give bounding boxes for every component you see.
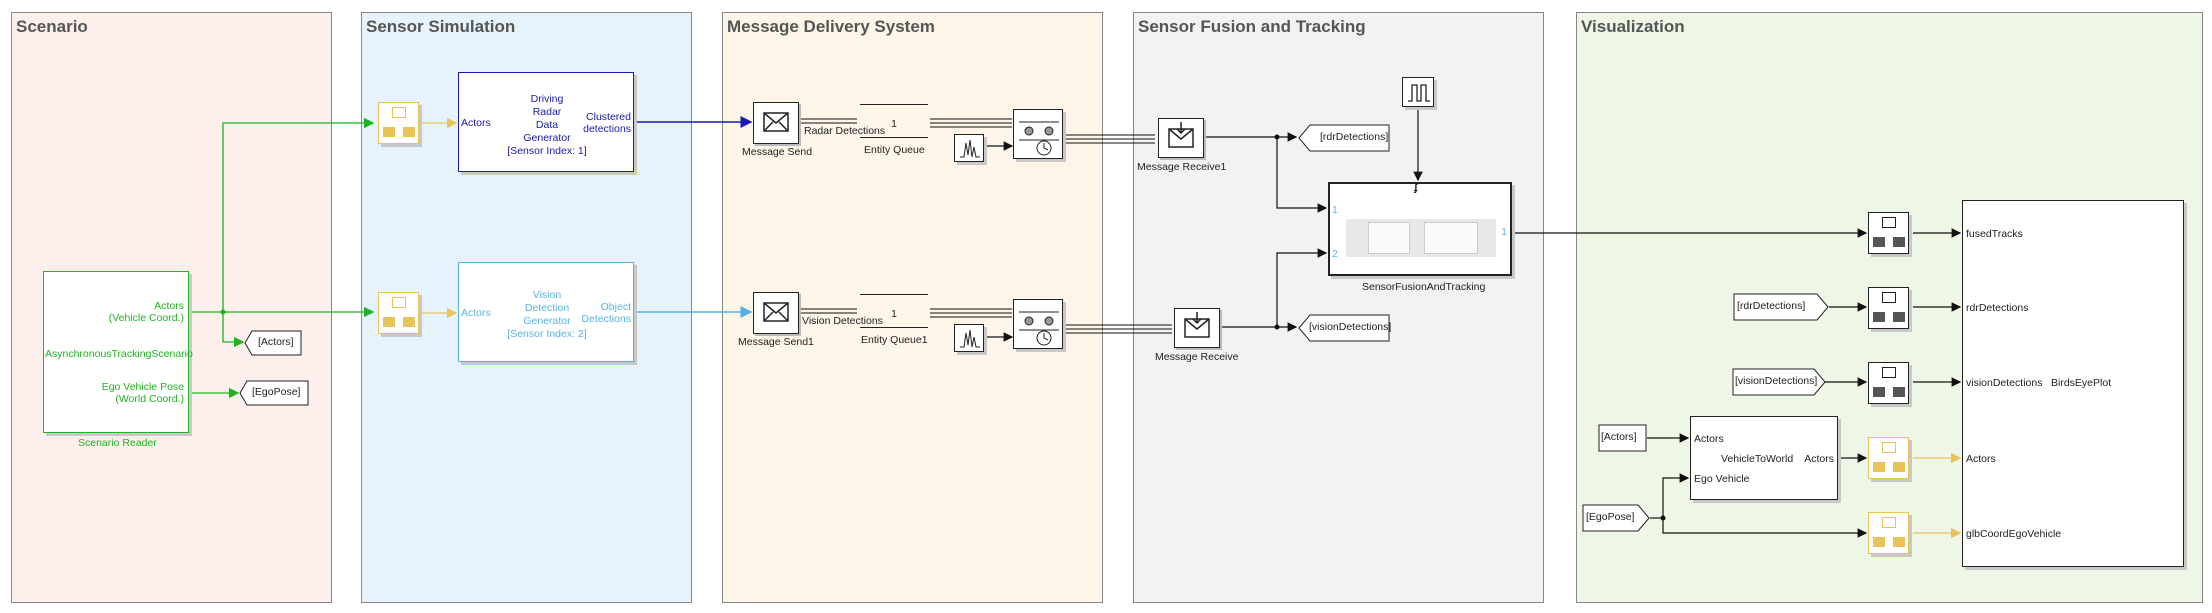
random-delay-block[interactable] [954, 324, 984, 352]
entity-queue1-label: Entity Queue1 [861, 334, 928, 346]
area-sensor-fusion: Sensor Fusion and Tracking [1133, 12, 1544, 603]
rate-transition-block[interactable] [378, 102, 419, 144]
goto-vision-detections-tag[interactable] [1298, 314, 1390, 342]
rate-transition-block[interactable] [1868, 437, 1909, 479]
radar-title: Driving Radar Data Generator [Sensor Ind… [507, 93, 587, 157]
queue-count: 1 [891, 308, 897, 320]
message-send-block[interactable] [753, 102, 799, 144]
from-egopose-tag[interactable] [1582, 504, 1650, 532]
output-port-1: 1 [1501, 226, 1507, 238]
sensor-fusion-subsystem-block[interactable]: ʄ 1 2 1 [1328, 182, 1512, 276]
vision-out-port: Object Detections [581, 301, 631, 325]
pulse-generator-block[interactable] [1402, 77, 1434, 107]
queue-count: 1 [891, 118, 897, 130]
input-port-2: 2 [1332, 248, 1338, 260]
port-actors: Actors (Vehicle Coord.) [108, 300, 184, 324]
rate-transition-block[interactable] [1868, 362, 1909, 404]
server-icon [1019, 311, 1059, 346]
from-egopose-label: [EgoPose] [1586, 511, 1635, 523]
scenario-reader-caption: Scenario Reader [78, 437, 157, 449]
entity-server-block[interactable] [1013, 109, 1063, 159]
trigger-icon: ʄ [1414, 182, 1418, 194]
from-vision-detections-label: [visionDetections] [1735, 375, 1818, 387]
entity-server-block[interactable] [1013, 299, 1063, 349]
scenario-name: AsynchronousTrackingScenario [45, 348, 193, 360]
server-icon [1019, 121, 1059, 156]
entity-queue-block[interactable]: 1 [860, 104, 928, 138]
vision-detection-generator-block[interactable]: Actors Vision Detection Generator [Senso… [458, 262, 634, 362]
goto-egopose-label: [EgoPose] [252, 386, 301, 398]
rate-transition-block[interactable] [378, 292, 419, 334]
radar-out-port: Clustered detections [583, 111, 631, 135]
from-vision-detections-tag[interactable] [1732, 368, 1826, 396]
birds-eye-plot-block[interactable]: fusedTracks rdrDetections visionDetectio… [1962, 200, 2184, 567]
goto-egopose-tag[interactable] [239, 380, 309, 406]
plot-port-rdr-detections: rdrDetections [1966, 302, 2029, 314]
plot-port-actors: Actors [1966, 453, 1996, 465]
entity-queue1-block[interactable]: 1 [860, 294, 928, 328]
from-rdr-detections-tag[interactable] [1733, 293, 1829, 321]
message-receive-label: Message Receive [1155, 351, 1239, 363]
entity-queue-label: Entity Queue [864, 144, 925, 156]
message-receive-block[interactable] [1174, 308, 1220, 348]
plot-port-fused-tracks: fusedTracks [1966, 228, 2023, 240]
area-title: Sensor Fusion and Tracking [1138, 17, 1366, 36]
from-actors-label: [Actors] [1601, 431, 1637, 443]
message-send1-block[interactable] [753, 292, 799, 334]
radar-in-port: Actors [461, 117, 491, 129]
area-title: Scenario [16, 17, 88, 36]
plot-port-vision-detections: visionDetections [1966, 377, 2043, 389]
random-delay-block[interactable] [954, 134, 984, 162]
scenario-reader-block[interactable]: Actors (Vehicle Coord.) AsynchronousTrac… [43, 271, 193, 433]
vision-signal-label: Vision Detections [802, 315, 883, 327]
v2w-out-actors: Actors [1804, 453, 1834, 465]
goto-actors-tag[interactable] [244, 330, 302, 356]
rate-transition-block[interactable] [1868, 287, 1909, 329]
from-rdr-detections-label: [rdrDetections] [1737, 300, 1806, 312]
radar-signal-label: Radar Detections [804, 125, 886, 137]
v2w-title: VehicleToWorld [1721, 453, 1794, 465]
v2w-in-actors: Actors [1694, 433, 1724, 445]
radar-data-generator-block[interactable]: Actors Driving Radar Data Generator [Sen… [458, 72, 634, 172]
goto-rdr-detections-tag[interactable] [1298, 124, 1390, 152]
goto-rdr-detections-label: [rdrDetections] [1320, 131, 1389, 143]
vehicle-to-world-block[interactable]: Actors VehicleToWorld Actors Ego Vehicle [1690, 416, 1838, 500]
goto-vision-detections-label: [visionDetections] [1309, 321, 1392, 333]
port-ego-pose: Ego Vehicle Pose (World Coord.) [101, 381, 184, 405]
v2w-in-ego: Ego Vehicle [1694, 473, 1750, 485]
area-title: Message Delivery System [727, 17, 935, 36]
noise-icon [960, 139, 980, 158]
input-port-1: 1 [1332, 204, 1338, 216]
rate-transition-block[interactable] [1868, 512, 1909, 554]
from-actors-tag[interactable] [1598, 424, 1648, 452]
message-send1-label: Message Send1 [738, 336, 814, 348]
message-receive1-label: Message Receive1 [1137, 161, 1227, 173]
plot-port-ego-vehicle: glbCoordEgoVehicle [1966, 528, 2062, 540]
pulse-icon [1408, 84, 1430, 102]
noise-icon [960, 329, 980, 348]
rate-transition-block[interactable] [1868, 212, 1909, 254]
sensor-fusion-subsystem-label: SensorFusionAndTracking [1362, 281, 1486, 293]
vision-title: Vision Detection Generator [Sensor Index… [507, 289, 587, 340]
area-title: Sensor Simulation [366, 17, 516, 36]
vision-in-port: Actors [461, 307, 491, 319]
message-send-label: Message Send [742, 146, 813, 158]
goto-actors-label: [Actors] [258, 336, 294, 348]
area-title: Visualization [1581, 17, 1685, 36]
plot-name: BirdsEyePlot [2051, 377, 2112, 389]
message-receive1-block[interactable] [1158, 118, 1204, 158]
